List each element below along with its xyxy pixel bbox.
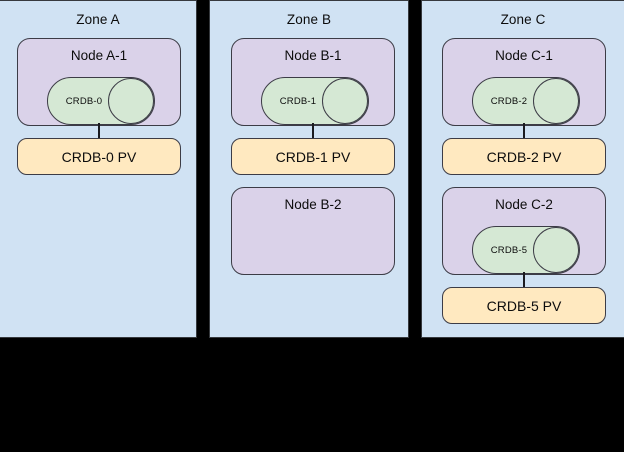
node-box-b-1[interactable]: Node B-1 CRDB-1 (231, 38, 395, 126)
database-cylinder-crdb-2[interactable]: CRDB-2 (472, 77, 580, 125)
pv-box-crdb-2[interactable]: CRDB-2 PV (442, 138, 606, 175)
node-box-c-2[interactable]: Node C-2 CRDB-5 (442, 187, 606, 275)
node-box-b-2[interactable]: Node B-2 (231, 187, 395, 275)
database-cylinder-crdb-0[interactable]: CRDB-0 (47, 77, 155, 125)
connector-b-1 (312, 123, 314, 141)
cylinder-label-crdb-0: CRDB-0 (65, 95, 103, 107)
cylinder-label-crdb-1: CRDB-1 (279, 95, 317, 107)
zone-title-b: Zone B (286, 12, 332, 27)
cylinder-cap-icon (533, 227, 579, 273)
connector-a-1 (98, 123, 100, 141)
database-cylinder-crdb-1[interactable]: CRDB-1 (261, 77, 369, 125)
node-title-c-1: Node C-1 (495, 48, 553, 63)
pv-box-crdb-0[interactable]: CRDB-0 PV (17, 138, 181, 175)
cylinder-label-crdb-2: CRDB-2 (490, 95, 528, 107)
node-box-c-1[interactable]: Node C-1 CRDB-2 (442, 38, 606, 126)
node-box-a-1[interactable]: Node A-1 CRDB-0 (17, 38, 181, 126)
pv-box-crdb-5[interactable]: CRDB-5 PV (442, 287, 606, 324)
connector-c-1 (523, 123, 525, 141)
zone-container-b[interactable]: Zone B Node B-1 CRDB-1 CRDB-1 PV Node B-… (209, 0, 409, 338)
node-title-b-2: Node B-2 (284, 197, 342, 212)
zone-title-c: Zone C (500, 12, 546, 27)
cylinder-cap-icon (108, 78, 154, 124)
cylinder-cap-icon (322, 78, 368, 124)
node-title-a-1: Node A-1 (70, 48, 128, 63)
zone-container-c[interactable]: Zone C Node C-1 CRDB-2 CRDB-2 PV Node C-… (421, 0, 624, 338)
node-title-b-1: Node B-1 (284, 48, 342, 63)
zone-container-a[interactable]: Zone A Node A-1 CRDB-0 CRDB-0 PV (0, 0, 197, 338)
zone-title-a: Zone A (76, 12, 120, 27)
pv-box-crdb-1[interactable]: CRDB-1 PV (231, 138, 395, 175)
database-cylinder-crdb-5[interactable]: CRDB-5 (472, 226, 580, 274)
connector-c-2 (523, 272, 525, 290)
cylinder-label-crdb-5: CRDB-5 (490, 244, 528, 256)
cylinder-cap-icon (533, 78, 579, 124)
node-title-c-2: Node C-2 (495, 197, 553, 212)
